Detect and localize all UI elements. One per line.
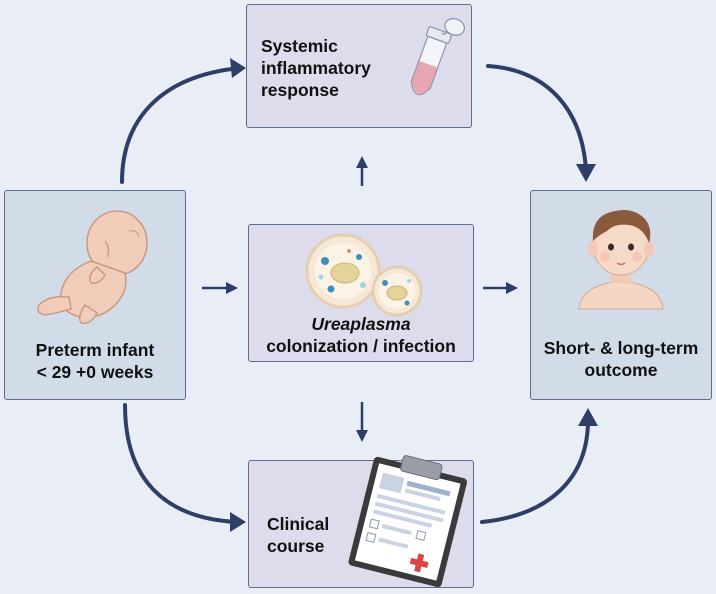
tube-icon — [410, 18, 466, 96]
arrow-clinical-to-outcome — [480, 418, 590, 524]
outcome-label: Short- & long-term outcome — [543, 338, 699, 380]
arrowhead — [356, 156, 368, 168]
preterm-label: Preterm infant < 29 +0 weeks — [35, 340, 155, 382]
arrowhead — [578, 408, 598, 426]
ureaplasma-label: Ureaplasma colonization / infection — [266, 314, 456, 356]
arrowhead — [576, 164, 596, 182]
fetus-icon — [37, 210, 148, 324]
arrowhead — [230, 512, 246, 532]
preterm-box: Preterm infant < 29 +0 weeks — [4, 190, 186, 400]
arrowhead — [356, 430, 368, 442]
baby-face-icon — [578, 210, 664, 310]
arrow-preterm-to-clinical — [123, 403, 238, 524]
arrow-systemic-to-outcome — [486, 64, 588, 172]
cells-icon — [305, 233, 423, 317]
clipboard-icon — [348, 455, 468, 588]
systemic-box: Systemic inflammatory response — [246, 4, 472, 128]
outcome-box: Short- & long-term outcome — [530, 190, 712, 400]
arrowhead — [230, 58, 246, 78]
arrow-preterm-to-systemic — [120, 66, 242, 184]
arrowhead — [506, 282, 518, 294]
clinical-label: Clinical course — [267, 514, 330, 556]
arrowhead — [226, 282, 238, 294]
ureaplasma-box: Ureaplasma colonization / infection — [248, 224, 474, 362]
systemic-label: Systemic inflammatory response — [261, 36, 371, 100]
